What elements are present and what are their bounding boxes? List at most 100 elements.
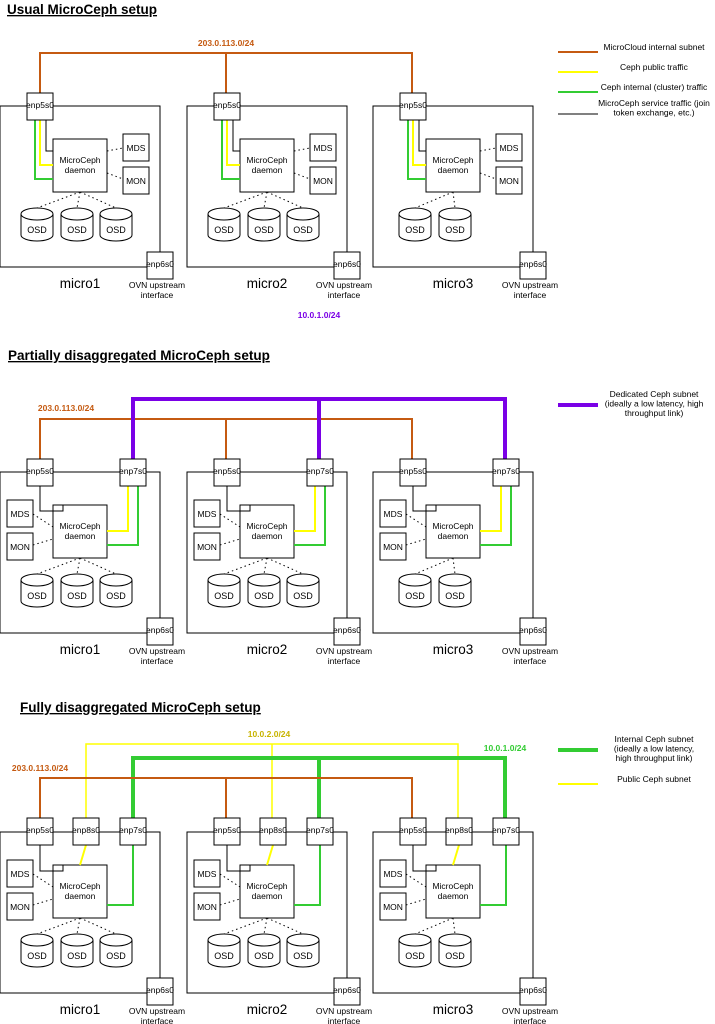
s3-n1-enp5s0 bbox=[26, 817, 54, 846]
s1-n2-osd-link-2 bbox=[263, 191, 268, 209]
s3-n2-enp7s0 bbox=[306, 817, 334, 846]
s2-n3-mds-label: MDS bbox=[384, 509, 403, 519]
s1-n1-osd-2 bbox=[60, 207, 94, 242]
s2-n3-osd-1-label: OSD bbox=[405, 591, 425, 601]
s1-n1-enp5s0-label: enp5s0 bbox=[26, 100, 54, 110]
s2-n2-mon-label: MON bbox=[197, 542, 217, 552]
s2-n3-enp5s0 bbox=[399, 458, 427, 487]
s2-subnet-label-1: 203.0.113.0/24 bbox=[38, 403, 95, 413]
s1-n2-mon-box bbox=[309, 166, 337, 195]
s1-n2-mds-link bbox=[293, 147, 311, 152]
s1-n3-osd-1-top bbox=[398, 207, 432, 221]
s2-n1-osd-link-2 bbox=[76, 557, 81, 575]
s3-n2-daemon-label-2: daemon bbox=[252, 891, 283, 901]
s2-n1-enp7s0-label: enp7s0 bbox=[119, 466, 147, 476]
s1-n1-osd-1-label: OSD bbox=[27, 225, 47, 235]
legend-label-1-4-1: MicroCeph service traffic (join bbox=[598, 98, 710, 108]
s2-n3-osd-2-top bbox=[438, 573, 472, 587]
s3-n3-daemon-label-1: MicroCeph bbox=[432, 881, 473, 891]
s1-n1-osd-2-top bbox=[60, 207, 94, 221]
s3-n2-osd-1-body bbox=[207, 940, 241, 968]
s3-n2-osd-2-label: OSD bbox=[254, 951, 274, 961]
s2-n1-enp5s0 bbox=[26, 458, 54, 487]
s1-n1-osd-2-label: OSD bbox=[67, 225, 87, 235]
s3-n1-osd-2-top bbox=[60, 933, 94, 947]
s2-n2-upstream-2: interface bbox=[328, 656, 361, 666]
s3-n1-mon-box bbox=[6, 892, 34, 921]
s2-n1-osd-3-top bbox=[99, 573, 133, 587]
s1-n1-mon-link bbox=[106, 172, 124, 180]
s3-n1-enp7s0-label: enp7s0 bbox=[119, 825, 147, 835]
s3-n2-osd-2 bbox=[247, 933, 281, 968]
s1-n3-public-line bbox=[412, 120, 426, 166]
s1-n1-osd-3 bbox=[99, 207, 133, 242]
s3-n1-osd-2-body bbox=[60, 940, 94, 968]
s2-n3-cluster-line bbox=[480, 486, 512, 546]
s2-n1-public-line bbox=[107, 486, 129, 532]
s2-n1-mon-link bbox=[32, 538, 54, 546]
s1-n3-daemon-box bbox=[425, 138, 481, 193]
s1-n2-enp6s0-label: enp6s0 bbox=[333, 259, 361, 269]
s2-n1-osd-1-top bbox=[20, 573, 54, 587]
section-title-3: Fully disaggregated MicroCeph setup bbox=[20, 700, 261, 715]
s1-subnet-label-1: 203.0.113.0/24 bbox=[198, 38, 255, 48]
s3-n3-mon-link bbox=[405, 898, 427, 906]
s2-n2-enp7s0-label: enp7s0 bbox=[306, 466, 334, 476]
s2-n2-osd-link-2 bbox=[263, 557, 268, 575]
s2-n3-osd-2 bbox=[438, 573, 472, 608]
s2-n2-enp7s0 bbox=[306, 458, 334, 487]
s2-n2-enp6s0-label: enp6s0 bbox=[333, 625, 361, 635]
s2-n2-osd-1-label: OSD bbox=[214, 591, 234, 601]
s1-n1-daemon-box bbox=[52, 138, 108, 193]
s3-n3-enp5s0 bbox=[399, 817, 427, 846]
s3-n3-public-line bbox=[452, 844, 460, 866]
s3-n2-enp8s0-label: enp8s0 bbox=[259, 825, 287, 835]
s1-n1-osd-3-body bbox=[99, 214, 133, 242]
s1-n1-osd-3-label: OSD bbox=[106, 225, 126, 235]
s2-n1-enp6s0 bbox=[146, 617, 174, 646]
s1-n1-mon-label: MON bbox=[126, 176, 146, 186]
s1-n2-daemon-label-1: MicroCeph bbox=[246, 155, 287, 165]
s1-n3-osd-2-top bbox=[438, 207, 472, 221]
s3-n1-enp7s0 bbox=[119, 817, 147, 846]
s1-n2-osd-1-label: OSD bbox=[214, 225, 234, 235]
s2-n2-enp6s0 bbox=[333, 617, 361, 646]
s3-n1-enp8s0 bbox=[72, 817, 100, 846]
s1-n1-daemon-label-1: MicroCeph bbox=[59, 155, 100, 165]
s1-n3-osd-1-body bbox=[398, 214, 432, 242]
s1-n2-osd-2-body bbox=[247, 214, 281, 242]
s3-n1-cluster-line bbox=[107, 845, 134, 906]
s2-n2-osd-link-3 bbox=[266, 557, 304, 575]
s1-n2-mds-label: MDS bbox=[314, 143, 333, 153]
s1-n1-osd-2-body bbox=[60, 214, 94, 242]
s2-n2-mds-box bbox=[193, 499, 221, 528]
s2-n1-enp5s0-label: enp5s0 bbox=[26, 466, 54, 476]
s2-n3-daemon-label-2: daemon bbox=[438, 531, 469, 541]
s3-n3-mds-label: MDS bbox=[384, 869, 403, 879]
s3-n2-osd-3-top bbox=[286, 933, 320, 947]
s3-n2-daemon-label-1: MicroCeph bbox=[246, 881, 287, 891]
s1-n2-osd-3 bbox=[286, 207, 320, 242]
s2-n1-upstream-2: interface bbox=[141, 656, 174, 666]
s3-n1-public-line bbox=[79, 844, 87, 866]
s3-n1-osd-1 bbox=[20, 933, 54, 968]
s3-n1-osd-1-body bbox=[20, 940, 54, 968]
s3-n2-mds-box bbox=[193, 859, 221, 888]
legend-label-1-1-1: MicroCloud internal subnet bbox=[603, 42, 705, 52]
s1-n2-service-line bbox=[232, 120, 240, 152]
s3-n2-mds-label: MDS bbox=[198, 869, 217, 879]
legend-label-3-1-1: Internal Ceph subnet bbox=[615, 734, 695, 744]
s2-n3-mds-box bbox=[379, 499, 407, 528]
s1-n1-service-line bbox=[45, 120, 53, 152]
s3-n3-mds-box bbox=[379, 859, 407, 888]
s3-n1-osd-2-label: OSD bbox=[67, 951, 87, 961]
s1-n2-mds-box bbox=[309, 133, 337, 162]
s3-subnet-label-2: 10.0.2.0/24 bbox=[248, 729, 291, 739]
s1-n1-enp5s0 bbox=[26, 92, 54, 121]
s1-n1-mds-link bbox=[106, 147, 124, 152]
s3-n3-service-line bbox=[412, 845, 437, 872]
s3-n2-osd-1-label: OSD bbox=[214, 951, 234, 961]
s3-n2-upstream-2: interface bbox=[328, 1016, 361, 1024]
s2-n3-enp7s0-label: enp7s0 bbox=[492, 466, 520, 476]
